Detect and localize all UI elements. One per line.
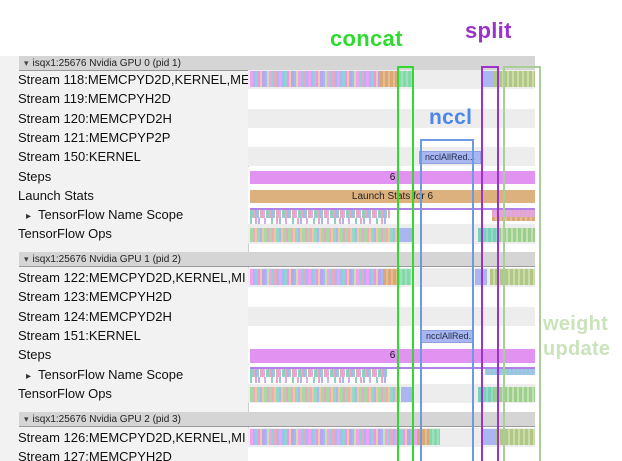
track-label-tf-ops-gpu0: TensorFlow Ops bbox=[18, 226, 112, 242]
stream126-kernel-events[interactable] bbox=[250, 429, 417, 445]
collapse-arrow-icon[interactable]: ▾ bbox=[24, 254, 29, 264]
collapse-arrow-icon[interactable]: ▾ bbox=[24, 414, 29, 424]
stream118-concat-event[interactable] bbox=[398, 71, 414, 87]
stream127-track-bg bbox=[248, 447, 535, 461]
stream118-kernel-events[interactable] bbox=[250, 71, 380, 87]
weight-update-annotation-label: weight update bbox=[543, 313, 611, 360]
weight-update-annotation-box bbox=[503, 66, 541, 461]
stream121-track-bg bbox=[248, 127, 535, 148]
tf-name-scope-right-sub-gpu0[interactable] bbox=[492, 217, 535, 221]
stream119-track-bg bbox=[248, 89, 535, 109]
stream118-split-event[interactable] bbox=[483, 71, 494, 87]
track-label-tf-name-scope-gpu0[interactable]: ▸TensorFlow Name Scope bbox=[26, 205, 256, 224]
tf-name-scope-span-gpu0[interactable] bbox=[250, 207, 535, 210]
stream124-track-bg bbox=[248, 306, 535, 326]
launch-stats-bar[interactable]: Launch Stats for 6 bbox=[250, 189, 535, 203]
gpu2-section-header[interactable]: ▾isqx1:25676 Nvidia GPU 2 (pid 3) bbox=[19, 412, 535, 427]
tf-name-scope-flame-gpu1[interactable] bbox=[250, 369, 388, 377]
tf-name-scope-flame-lower-gpu1[interactable] bbox=[250, 377, 388, 383]
tf-name-scope-span-gpu1[interactable] bbox=[250, 366, 535, 369]
concat-annotation-label: concat bbox=[330, 26, 403, 51]
track-label-stream124: Stream 124:MEMCPYD2H bbox=[18, 308, 172, 324]
track-label-stream120: Stream 120:MEMCPYD2H bbox=[18, 110, 172, 126]
gpu0-section-header[interactable]: ▾isqx1:25676 Nvidia GPU 0 (pid 1) bbox=[19, 56, 535, 71]
expand-arrow-icon[interactable]: ▸ bbox=[26, 370, 32, 382]
gpu1-header-label: isqx1:25676 Nvidia GPU 1 (pid 2) bbox=[32, 254, 181, 265]
track-label-stream150: Stream 150:KERNEL bbox=[18, 149, 141, 165]
track-label-stream126: Stream 126:MEMCPYD2D,KERNEL,MI bbox=[18, 430, 246, 445]
track-label-steps-gpu0: Steps bbox=[18, 168, 52, 184]
track-label-stream119: Stream 119:MEMCPYH2D bbox=[18, 91, 171, 107]
tf-ops-events-gpu0[interactable] bbox=[250, 227, 397, 242]
tf-name-scope-flame-lower-gpu0[interactable] bbox=[250, 218, 390, 224]
tf-ops-events-gpu1[interactable] bbox=[250, 387, 400, 402]
tf-name-scope-flame-gpu0[interactable] bbox=[250, 210, 390, 218]
split-annotation-box bbox=[481, 66, 499, 461]
stream120-track-bg bbox=[248, 108, 535, 128]
track-label-launch-stats: Launch Stats bbox=[18, 187, 94, 203]
nccl-allreduce-bar-gpu0[interactable]: ncclAllRed... bbox=[419, 151, 481, 164]
track-label-stream122: Stream 122:MEMCPYD2D,KERNEL,MI bbox=[18, 270, 246, 285]
nccl-annotation-label: nccl bbox=[429, 106, 473, 129]
stream126-weight-update-events[interactable] bbox=[495, 429, 535, 445]
stream122-concat-event[interactable] bbox=[397, 269, 411, 285]
gpu1-section-header[interactable]: ▾isqx1:25676 Nvidia GPU 1 (pid 2) bbox=[19, 252, 535, 267]
split-annotation-label: split bbox=[465, 18, 512, 43]
track-label-stream127: Stream 127:MEMCPYH2D bbox=[18, 449, 172, 461]
stream122-weight-update-events[interactable] bbox=[490, 269, 535, 285]
tf-ops-green-events-gpu0[interactable] bbox=[498, 227, 535, 242]
track-label-stream118: Stream 118:MEMCPYD2D,KERNEL,ME bbox=[18, 72, 248, 87]
tf-name-scope-right-block-gpu1[interactable] bbox=[485, 368, 535, 375]
stream118-memcpy-event[interactable] bbox=[380, 71, 398, 87]
track-label-stream121: Stream 121:MEMCPYP2P bbox=[18, 129, 171, 145]
track-label-tf-name-scope-gpu1[interactable]: ▸TensorFlow Name Scope bbox=[26, 365, 256, 384]
track-label-steps-gpu1: Steps bbox=[18, 347, 52, 363]
gpu0-header-label: isqx1:25676 Nvidia GPU 0 (pid 1) bbox=[32, 58, 181, 69]
gpu2-header-label: isqx1:25676 Nvidia GPU 2 (pid 3) bbox=[32, 414, 181, 425]
expand-arrow-icon[interactable]: ▸ bbox=[26, 211, 32, 223]
stream126-split-event[interactable] bbox=[483, 429, 495, 445]
tf-ops-blue-event-gpu1[interactable] bbox=[401, 387, 412, 402]
stream123-track-bg bbox=[248, 287, 535, 307]
track-label-stream123: Stream 123:MEMCPYH2D bbox=[18, 289, 172, 305]
track-label-tf-ops-gpu1: TensorFlow Ops bbox=[18, 385, 112, 401]
stream122-kernel-events[interactable] bbox=[250, 269, 383, 285]
steps-bar-gpu1[interactable]: 6 bbox=[250, 349, 535, 363]
tf-name-scope-right-block-gpu0[interactable] bbox=[492, 210, 535, 217]
stream122-memcpy-event[interactable] bbox=[383, 269, 397, 285]
tf-ops-teal-event-gpu0[interactable] bbox=[478, 227, 498, 242]
collapse-arrow-icon[interactable]: ▾ bbox=[24, 58, 29, 68]
steps-bar-gpu0[interactable]: 6 bbox=[250, 170, 535, 184]
concat-annotation-box bbox=[397, 66, 414, 461]
track-label-stream151: Stream 151:KERNEL bbox=[18, 327, 141, 343]
nccl-annotation-box bbox=[420, 139, 474, 461]
tf-ops-blue-event-gpu0[interactable] bbox=[397, 227, 412, 242]
stream126-concat-event[interactable] bbox=[429, 429, 440, 445]
